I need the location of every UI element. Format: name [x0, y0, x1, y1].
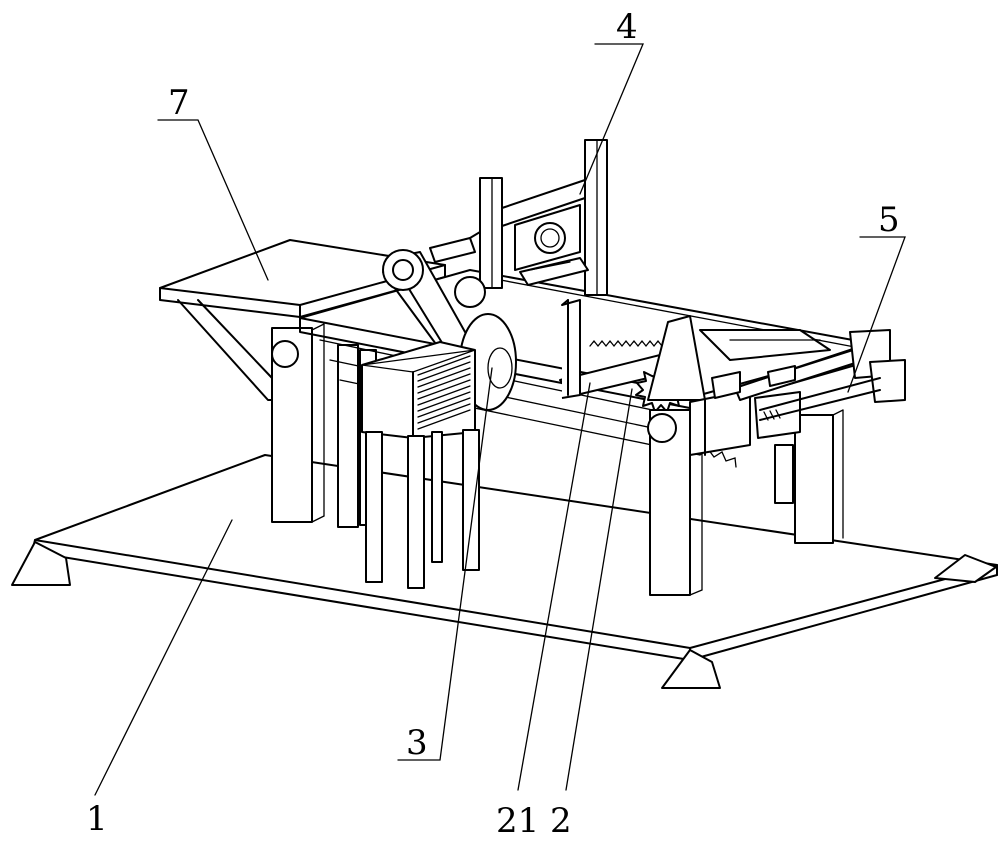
label-conveyor-rack: 21 — [496, 801, 539, 841]
lifting-frame — [430, 140, 607, 295]
label-conveyor: 2 — [550, 801, 572, 841]
base-plate — [12, 455, 997, 688]
label-base-plate: 1 — [86, 799, 108, 839]
feed-table-strut — [178, 300, 272, 400]
label-lifting-frame: 4 — [616, 7, 638, 47]
label-drive-unit: 3 — [406, 723, 428, 763]
left-leg-pair — [272, 324, 376, 527]
label-guide-rod-assembly: 5 — [878, 200, 900, 240]
label-feed-table: 7 — [168, 83, 190, 123]
